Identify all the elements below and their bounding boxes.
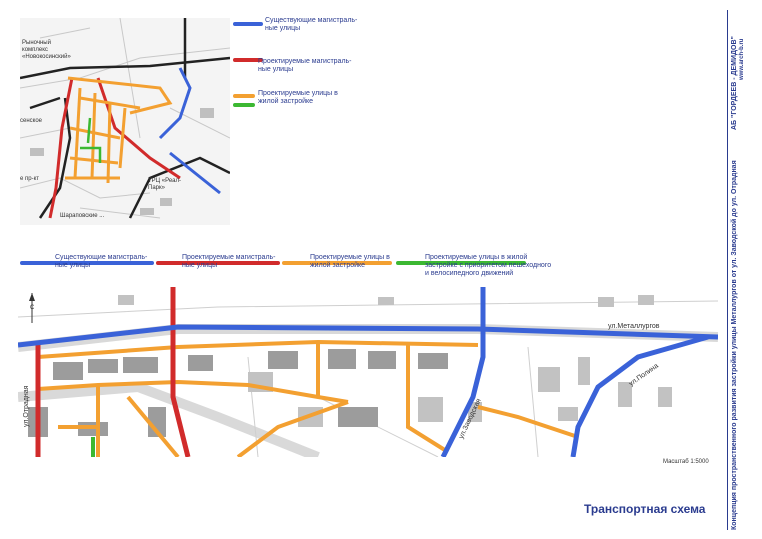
inset-road-3 <box>128 156 231 219</box>
orange-road-3 <box>236 400 349 459</box>
inset-label-prospect: е пр-кт <box>20 176 40 182</box>
inset-legend-swatch-planned-main <box>233 58 263 62</box>
legend-label-planned-main: Проектируемые магистраль- ные улицы <box>182 254 276 269</box>
inset-existing-blue <box>158 67 192 140</box>
legend-label-residential: Проектируемые улицы в жилой застройке <box>310 254 390 269</box>
inset-label-market: Рыночный комплекс «Новокосинский» <box>22 40 71 60</box>
sheet-title: Транспортная схема <box>584 502 706 516</box>
inset-legend-label-residential: Проектируемые улицы в жилой застройке <box>258 90 338 105</box>
compass-label: С <box>30 305 35 311</box>
inset-road-5 <box>29 96 61 110</box>
blue-road-metallurgov <box>17 324 719 348</box>
inset-road-1 <box>19 56 231 80</box>
inset-label-mall: ТРЦ «Реал- Парк» <box>148 178 182 191</box>
orange-road-8 <box>126 395 180 459</box>
street-label-metallurgov: ул.Металлургов <box>608 323 660 330</box>
scale-label: Масштаб 1:5000 <box>663 459 709 465</box>
north-arrow-icon <box>26 293 38 323</box>
project-title: Концепция пространственного развития зас… <box>731 160 738 530</box>
red-road-1 <box>170 287 191 458</box>
orange-road-7 <box>406 345 450 454</box>
inset-legend-label-planned-main: Проектируемые магистраль- ные улицы <box>258 58 352 73</box>
legend-swatch-priority <box>396 261 526 265</box>
orange-road-2 <box>37 379 349 404</box>
legend-label-priority: Проектируемые улицы в жилой застройке с … <box>425 254 552 277</box>
legend-swatch-planned-main <box>156 261 280 265</box>
inset-legend-swatch-residential <box>233 94 255 98</box>
inset-existing-blue-2 <box>169 151 221 195</box>
blue-road-zavodskaya <box>440 287 486 459</box>
title-block: АБ "ГОРДЕЕВ - ДЕМИДОВ" www.arch-b.ru Кон… <box>727 10 747 535</box>
main-map: ул.Металлургов ул.Отрадная ул.Заводская … <box>17 287 719 462</box>
inset-legend-swatch-priority <box>233 103 255 107</box>
legend-label-existing: Существующие магистраль- ные улицы <box>55 254 148 269</box>
inset-label-district: сенское <box>20 118 43 124</box>
legend-swatch-residential <box>282 261 392 265</box>
inset-map: Рыночный комплекс «Новокосинский» ТРЦ «Р… <box>19 17 231 225</box>
legend-swatch-existing <box>20 261 154 265</box>
inset-red-1 <box>48 77 74 219</box>
street-label-otradnaya: ул.Отрадная <box>23 385 30 427</box>
firm-name: АБ "ГОРДЕЕВ - ДЕМИДОВ" <box>731 36 738 130</box>
main-map-svg <box>17 287 719 462</box>
inset-legend-swatch-existing <box>233 22 263 26</box>
inset-road-2 <box>38 97 72 219</box>
blue-road-polina <box>570 334 709 458</box>
orange-road-1 <box>37 339 479 359</box>
firm-site: www.arch-b.ru <box>739 38 745 80</box>
inset-map-svg <box>19 17 231 225</box>
orange-road-9 <box>477 405 579 439</box>
inset-legend-label-existing: Существующие магистраль- ные улицы <box>265 17 358 32</box>
inset-label-district-2: Шараповские ... <box>60 213 105 219</box>
